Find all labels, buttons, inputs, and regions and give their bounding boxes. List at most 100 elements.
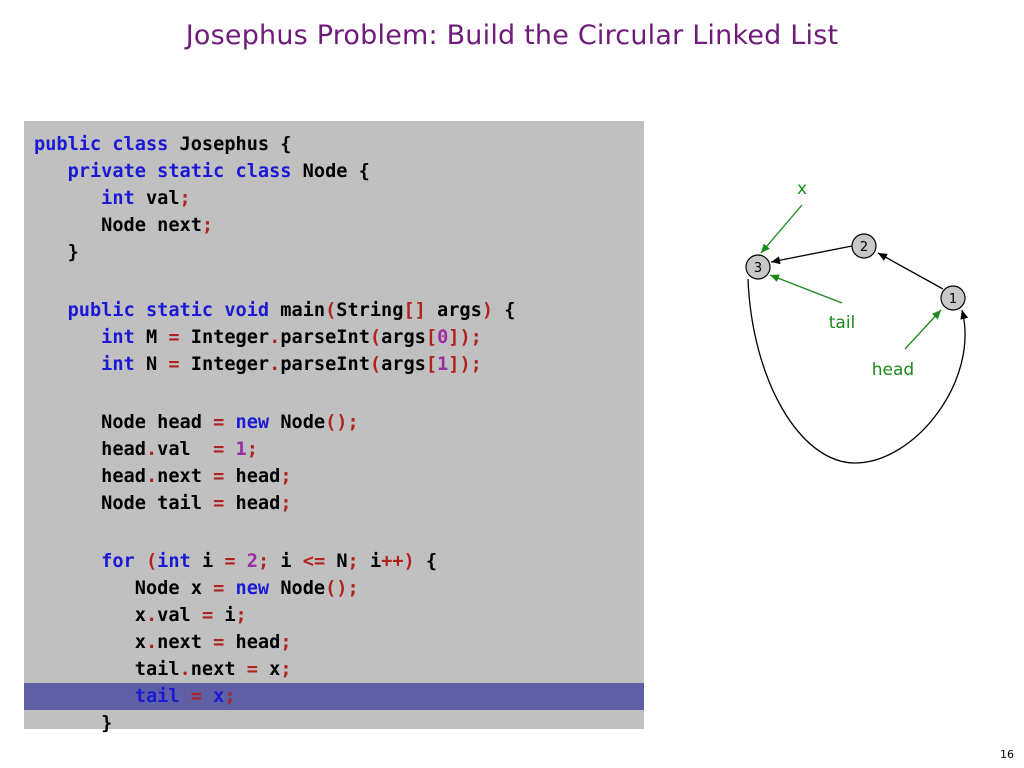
- tail-pointer-arrow: [769, 274, 843, 304]
- code-token: i: [269, 551, 303, 572]
- code-token: ;: [280, 493, 292, 514]
- code-token: Node: [269, 578, 326, 599]
- code-token: M: [134, 327, 169, 348]
- code-token: ;: [224, 686, 236, 707]
- code-text: int M = Integer.parseInt(args[0]);: [34, 324, 482, 351]
- code-token: next: [190, 659, 247, 680]
- code-token: =: [246, 659, 258, 680]
- code-token: Integer: [179, 354, 270, 375]
- code-text: public class Josephus {: [34, 131, 291, 158]
- code-token: =: [213, 632, 225, 653]
- x-pointer-label: x: [797, 179, 807, 199]
- code-text: int N = Integer.parseInt(args[1]);: [34, 351, 482, 378]
- code-token: (: [369, 354, 382, 375]
- link-2-to-3: [770, 245, 853, 265]
- code-text: for (int i = 2; i <= N; i++) {: [34, 548, 437, 575]
- code-token: =: [201, 605, 214, 626]
- code-token: int: [101, 354, 135, 375]
- code-token: =: [213, 578, 225, 599]
- code-token: }: [34, 242, 79, 263]
- code-text: private static class Node {: [34, 158, 370, 185]
- code-token: int: [157, 551, 191, 572]
- code-token: Node {: [291, 161, 370, 182]
- code-token: =: [213, 466, 225, 487]
- code-token: i: [190, 551, 225, 572]
- code-token: .: [145, 605, 158, 626]
- head-pointer-arrow: [904, 309, 942, 350]
- code-token: .: [145, 439, 158, 460]
- code-panel: public class Josephus { private static c…: [24, 121, 644, 734]
- code-token: head: [34, 466, 146, 487]
- code-token: .: [145, 632, 158, 653]
- code-token: new: [235, 578, 270, 599]
- code-token: int: [101, 188, 135, 209]
- code-token: ]);: [448, 354, 482, 375]
- code-token: N: [134, 354, 169, 375]
- code-token: head: [34, 439, 146, 460]
- code-token: ;: [280, 466, 292, 487]
- code-token: 0: [437, 327, 449, 348]
- code-token: next: [157, 632, 214, 653]
- code-text: x.next = head;: [34, 629, 292, 656]
- code-token: 2: [246, 551, 258, 572]
- code-line: x.val = i;: [24, 602, 644, 629]
- code-token: []: [403, 300, 426, 321]
- code-token: Node head: [34, 412, 214, 433]
- code-token: [: [425, 354, 438, 375]
- code-line: Node head = new Node();: [24, 409, 644, 436]
- head-pointer-label: head: [872, 360, 914, 380]
- code-line: head.next = head;: [24, 463, 644, 490]
- code-text: tail = x;: [34, 683, 236, 710]
- code-token: Integer: [179, 327, 270, 348]
- code-line: public static void main(String[] args) {: [24, 297, 644, 324]
- code-token: 1: [235, 439, 247, 460]
- code-token: =: [213, 412, 225, 433]
- code-line: Node tail = head;: [24, 490, 644, 517]
- code-token: .: [269, 354, 281, 375]
- page-number: 16: [1000, 748, 1014, 761]
- node-1: 1: [940, 285, 966, 311]
- code-token: Node next: [34, 215, 202, 236]
- code-line: for (int i = 2; i <= N; i++) {: [24, 548, 644, 575]
- slide-title: Josephus Problem: Build the Circular Lin…: [185, 20, 839, 51]
- code-token: ;: [246, 439, 258, 460]
- node-1-label: 1: [949, 292, 957, 307]
- code-token: =: [213, 439, 225, 460]
- code-token: .: [179, 659, 191, 680]
- code-token: val: [157, 439, 214, 460]
- code-token: ;: [201, 215, 214, 236]
- code-token: [: [425, 327, 438, 348]
- code-token: Node tail: [34, 493, 214, 514]
- code-line: x.next = head;: [24, 629, 644, 656]
- code-token: public class: [34, 134, 169, 155]
- code-token: .: [269, 327, 281, 348]
- code-token: {: [414, 551, 438, 572]
- code-text: int val;: [34, 185, 191, 212]
- code-token: ++): [381, 551, 415, 572]
- code-token: Node: [269, 412, 326, 433]
- code-token: parseInt: [280, 354, 370, 375]
- code-token: (: [325, 300, 337, 321]
- code-token: ;: [235, 605, 247, 626]
- code-token: (: [369, 327, 382, 348]
- code-token: ;: [347, 551, 359, 572]
- code-token: tail: [34, 686, 191, 707]
- code-text: head.next = head;: [34, 463, 292, 490]
- code-line: }: [24, 710, 644, 737]
- code-token: tail: [34, 659, 180, 680]
- code-token: Josephus {: [168, 134, 292, 155]
- code-token: 1: [437, 354, 449, 375]
- code-token: ;: [179, 188, 191, 209]
- code-line: }: [24, 239, 644, 266]
- code-line: public class Josephus {: [24, 131, 644, 158]
- code-token: =: [224, 551, 236, 572]
- code-text: public static void main(String[] args) {: [34, 297, 516, 324]
- code-token: ;: [280, 632, 292, 653]
- code-token: N: [325, 551, 348, 572]
- code-token: x: [201, 686, 225, 707]
- code-token: new: [235, 412, 270, 433]
- code-token: =: [168, 354, 180, 375]
- code-text: x.val = i;: [34, 602, 247, 629]
- code-token: (: [145, 551, 158, 572]
